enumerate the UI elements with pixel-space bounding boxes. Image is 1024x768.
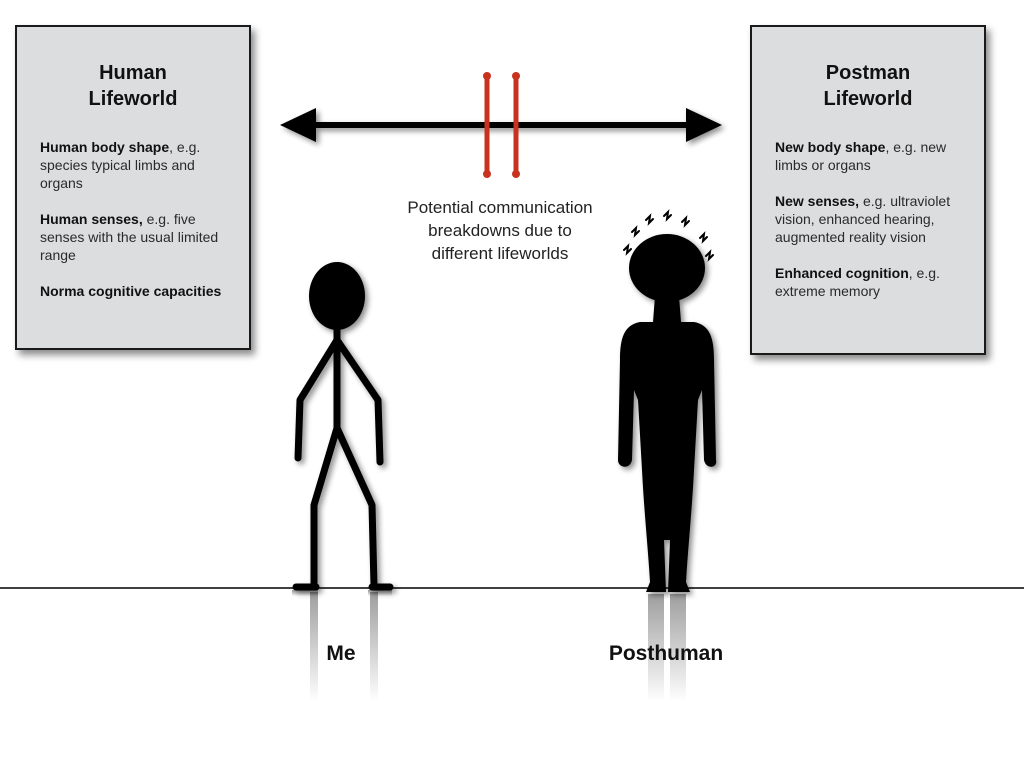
list-item: New senses, e.g. ultraviolet vision, enh… [775, 192, 974, 246]
item-bold: New body shape [775, 139, 886, 155]
list-item: Enhanced cognition, e.g. extreme memory [775, 264, 974, 300]
list-item: Human senses, e.g. five senses with the … [40, 210, 239, 264]
item-text: , e.g. extreme memory [775, 265, 940, 299]
broken-link-marks-icon [483, 72, 520, 178]
postman-lifeworld-title: Postman Lifeworld [823, 62, 913, 110]
item-text: e.g. five senses with the usual limited … [40, 211, 219, 263]
communication-breakdown-note: Potential communication breakdowns due t… [407, 198, 593, 263]
item-bold: Norma cognitive capacities [40, 283, 222, 299]
human-lifeworld-list: Human body shape, e.g. species typical l… [40, 138, 239, 318]
item-bold: Human senses, [40, 211, 143, 227]
postman-lifeworld-panel: Postman Lifeworld New body shape, e.g. n… [750, 25, 986, 355]
posthuman-reflection [648, 594, 686, 702]
double-headed-arrow-icon [280, 108, 722, 142]
item-text: , e.g. new limbs or organs [775, 139, 947, 173]
human-lifeworld-panel: Human Lifeworld Human body shape, e.g. s… [15, 25, 251, 350]
stick-figure-reflection [292, 590, 392, 702]
posthuman-silhouette-icon [618, 234, 717, 592]
me-label: Me [326, 642, 356, 665]
item-text: e.g. ultraviolet vision, enhanced hearin… [775, 193, 951, 245]
list-item: Norma cognitive capacities [40, 282, 239, 300]
item-text: , e.g. species typical limbs and organs [40, 139, 201, 191]
list-item: Human body shape, e.g. species typical l… [40, 138, 239, 192]
item-bold: New senses, [775, 193, 860, 209]
item-bold: Enhanced cognition [775, 265, 909, 281]
human-lifeworld-title: Human Lifeworld [88, 62, 178, 110]
item-bold: Human body shape [40, 139, 170, 155]
list-item: New body shape, e.g. new limbs or organs [775, 138, 974, 174]
sensory-buzz-icon [623, 209, 714, 262]
postman-lifeworld-list: New body shape, e.g. new limbs or organs… [775, 138, 974, 318]
posthuman-label: Posthuman [608, 642, 724, 665]
stick-figure-icon [292, 262, 394, 591]
